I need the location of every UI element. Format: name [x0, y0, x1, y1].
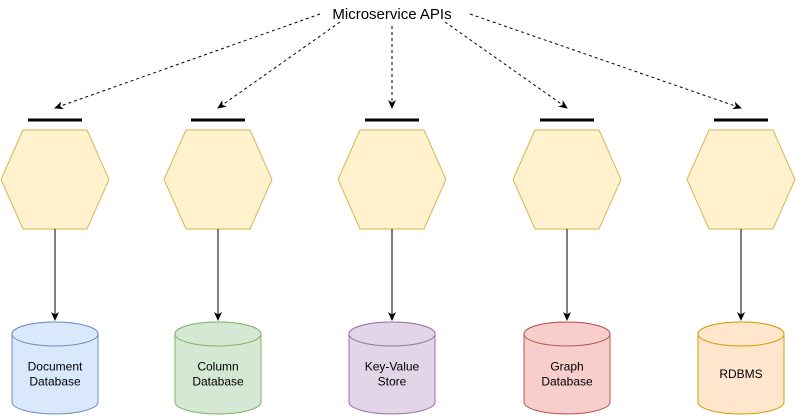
microservice-hexagon-document[interactable]: [0, 129, 110, 230]
cylinder-top: [523, 321, 611, 347]
database-label: Key-Value: [365, 360, 420, 374]
diagram-title: Microservice APIs: [332, 6, 451, 23]
database-label: Store: [378, 375, 407, 389]
database-label: Column: [197, 360, 238, 374]
microservice-hexagon-graph[interactable]: [512, 129, 622, 230]
database-label: Document: [28, 360, 83, 374]
cylinder-top: [11, 321, 99, 347]
cylinder-top: [174, 321, 262, 347]
api-arrow-column: [217, 21, 341, 109]
microservice-hexagon-key-value[interactable]: [337, 129, 447, 230]
api-arrow-rdbms: [469, 13, 742, 110]
api-arrow-document: [54, 13, 321, 110]
database-label: RDBMS: [719, 367, 762, 381]
cylinder-top: [697, 321, 785, 347]
microservice-hexagon-column[interactable]: [163, 129, 273, 230]
microservice-hexagon-rdbms[interactable]: [686, 129, 796, 230]
service-group-rdbms: RDBMS: [469, 13, 796, 415]
database-label: Graph: [550, 360, 583, 374]
database-label: Database: [541, 375, 593, 389]
cylinder-top: [348, 321, 436, 347]
api-arrow-graph: [444, 21, 568, 109]
database-label: Database: [192, 375, 244, 389]
database-cylinder-rdbms[interactable]: RDBMS: [697, 321, 785, 415]
database-label: Database: [29, 375, 81, 389]
